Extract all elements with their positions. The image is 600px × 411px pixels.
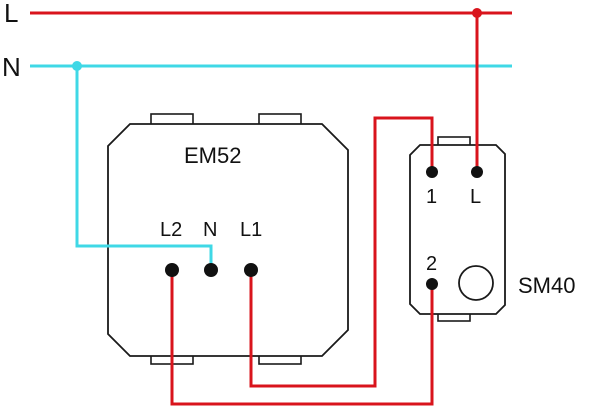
wire-sm40-1-to-em52-l1: [249, 116, 434, 388]
neutral-label: N: [2, 52, 21, 82]
line-junction-dot: [472, 8, 482, 18]
line-label: L: [4, 0, 18, 28]
sm40-module: [409, 136, 506, 322]
em52-terminal-n: [204, 263, 218, 277]
neutral-junction-dot: [72, 61, 82, 71]
sm40-terminal-2: [426, 278, 438, 290]
neutral-wire-em52: [75, 66, 213, 270]
sm40-terminal-label-1: 1: [426, 186, 437, 208]
sm40-terminal-label-l: L: [470, 186, 481, 208]
em52-body: [107, 123, 349, 357]
sm40-name: SM40: [518, 273, 575, 298]
em52-terminal-l2: [165, 263, 179, 277]
em52-module: [107, 113, 349, 365]
sm40-terminal-l: [471, 166, 483, 178]
em52-terminal-label-n: N: [203, 219, 217, 241]
em52-name: EM52: [184, 143, 241, 168]
sm40-terminal-label-2: 2: [426, 253, 437, 275]
sm40-terminal-1: [426, 166, 438, 178]
em52-terminal-label-l1: L1: [240, 219, 262, 241]
em52-terminal-label-l2: L2: [160, 219, 182, 241]
sm40-button: [458, 265, 494, 301]
em52-terminal-l1: [244, 263, 258, 277]
wire-sm40-2-to-em52-l2: [170, 270, 434, 406]
